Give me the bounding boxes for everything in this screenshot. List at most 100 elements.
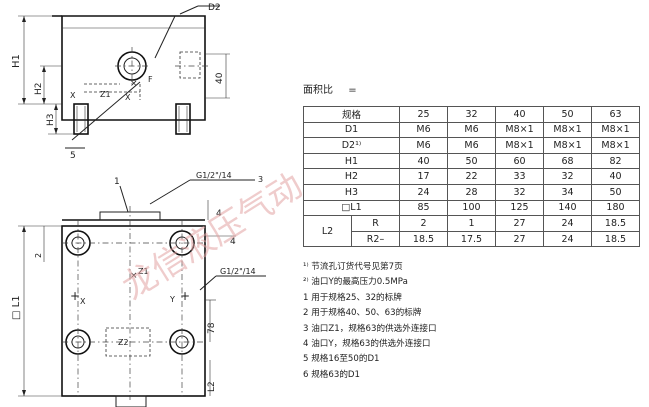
table-cell: 28: [447, 183, 496, 201]
area-ratio-line: 面积比 =: [303, 81, 357, 96]
dim-78-label: 78: [207, 322, 217, 334]
table-cell: 60: [495, 152, 544, 170]
top-view: × X Z1 F X D2 5 H1 H2 H3 40: [11, 3, 230, 161]
table-cell: M6: [399, 137, 448, 154]
table-cell: 24: [543, 215, 592, 232]
table-cell: 68: [543, 152, 592, 170]
dim-2-label: 2: [34, 253, 43, 258]
label-g1-top: G1/2"/14: [196, 171, 232, 180]
notes-list: ¹⁾ 节流孔订货代号见第7页 ²⁾ 油口Y的最高压力0.5MPa 1 用于规格25、…: [303, 260, 437, 383]
z1-marker: ×: [130, 271, 138, 281]
bottom-stub: [115, 395, 147, 407]
bottom-view: + X + Y × Z1 Z2 1 G1/2"/14 3 G1/2"/14 4 …: [11, 171, 266, 407]
note-item: 5 规格16至50的D1: [303, 354, 380, 365]
dim-l1-label: □ L1: [11, 295, 22, 320]
watermark-text: 龙信液压气动: [116, 166, 310, 308]
table-cell: 40: [399, 152, 448, 170]
table-cell: M8×1: [591, 137, 640, 154]
table-cell: 34: [543, 183, 592, 201]
x-port-marker: +: [70, 289, 80, 303]
table-cell: 85: [399, 199, 448, 217]
table-row-label: D1: [303, 121, 400, 139]
table-header-cell: 规格: [303, 106, 400, 123]
dim-h3-arrows: [54, 104, 58, 134]
label-4b: 4: [230, 237, 236, 247]
top-screw-left: [73, 103, 89, 135]
leader-g1-right: [199, 275, 217, 291]
table-cell: M6: [447, 137, 496, 154]
label-4a: 4: [216, 209, 222, 219]
table-cell: 27: [495, 230, 544, 248]
z2-port-label: Z2: [118, 338, 129, 347]
table-cell: 2: [399, 215, 448, 232]
leader-d2: [179, 5, 199, 15]
leader-5: [71, 81, 141, 141]
table-cell: 32: [495, 183, 544, 201]
table-sub-label: R: [351, 215, 400, 232]
table-cell: 100: [447, 199, 496, 217]
hidden-port-z2: [105, 327, 151, 357]
dim-h1-label: H1: [11, 54, 22, 68]
top-f-label: F: [148, 75, 153, 84]
table-cell: M6: [399, 121, 448, 139]
label-d2: D2: [208, 3, 221, 13]
z1-port-label: Z1: [138, 267, 149, 276]
note-item: 2 用于规格40、50、63的标牌: [303, 308, 422, 319]
top-hidden-passages: [84, 83, 141, 100]
table-sub-label: R2–: [351, 230, 400, 248]
note-item: 4 油口Y，规格63的供选外连接口: [303, 339, 431, 350]
area-ratio-eq: =: [348, 85, 357, 96]
top-flank: [154, 15, 176, 59]
table-cell: M8×1: [543, 121, 592, 139]
table-row-label: H1: [303, 152, 400, 170]
table-cell: M8×1: [591, 121, 640, 139]
note-item: ²⁾ 油口Y的最高压力0.5MPa: [303, 277, 408, 288]
table-cell: 18.5: [399, 230, 448, 248]
table-row-label: H3: [303, 183, 400, 201]
table-header-cell: 40: [495, 106, 544, 123]
table-cell: 17: [399, 168, 448, 185]
dim-h3-label: H3: [46, 114, 56, 127]
leader-1: [119, 185, 129, 213]
table-cell: 50: [591, 183, 640, 201]
note-item: 1 用于规格25、32的标牌: [303, 292, 402, 303]
top-x-label2: X: [125, 93, 131, 102]
table-row-label: H2: [303, 168, 400, 185]
table-cell: 50: [447, 152, 496, 170]
table-cell: 22: [447, 168, 496, 185]
top-x-mark: ×: [130, 79, 138, 89]
top-screw-right: [175, 103, 191, 135]
table-cell: 180: [591, 199, 640, 217]
area-ratio-label: 面积比: [303, 85, 333, 96]
label-5: 5: [70, 151, 76, 161]
y-port-marker: +: [180, 289, 190, 303]
note-item: ¹⁾ 节流孔订货代号见第7页: [303, 262, 403, 272]
label-g1-right: G1/2"/14: [220, 267, 256, 276]
note-item: 3 油口Z1，规格63的供选外连接口: [303, 323, 437, 334]
table-cell: M6: [447, 121, 496, 139]
dim-l2-label: L2: [207, 381, 217, 392]
label-1: 1: [114, 177, 120, 187]
table-header-cell: 32: [447, 106, 496, 123]
table-row-label: □L1: [303, 199, 400, 217]
table-row-label-l2: L2: [303, 215, 352, 248]
table-row-label: D2¹⁾: [303, 137, 400, 154]
top-hidden-port: [179, 51, 201, 79]
y-port-label: Y: [169, 295, 175, 304]
table-cell: 27: [495, 215, 544, 232]
table-cell: M8×1: [495, 137, 544, 154]
table-cell: 125: [495, 199, 544, 217]
top-z1-label: Z1: [100, 90, 111, 99]
table-cell: 17.5: [447, 230, 496, 248]
table-cell: M8×1: [495, 121, 544, 139]
x-port-label: X: [80, 297, 86, 306]
